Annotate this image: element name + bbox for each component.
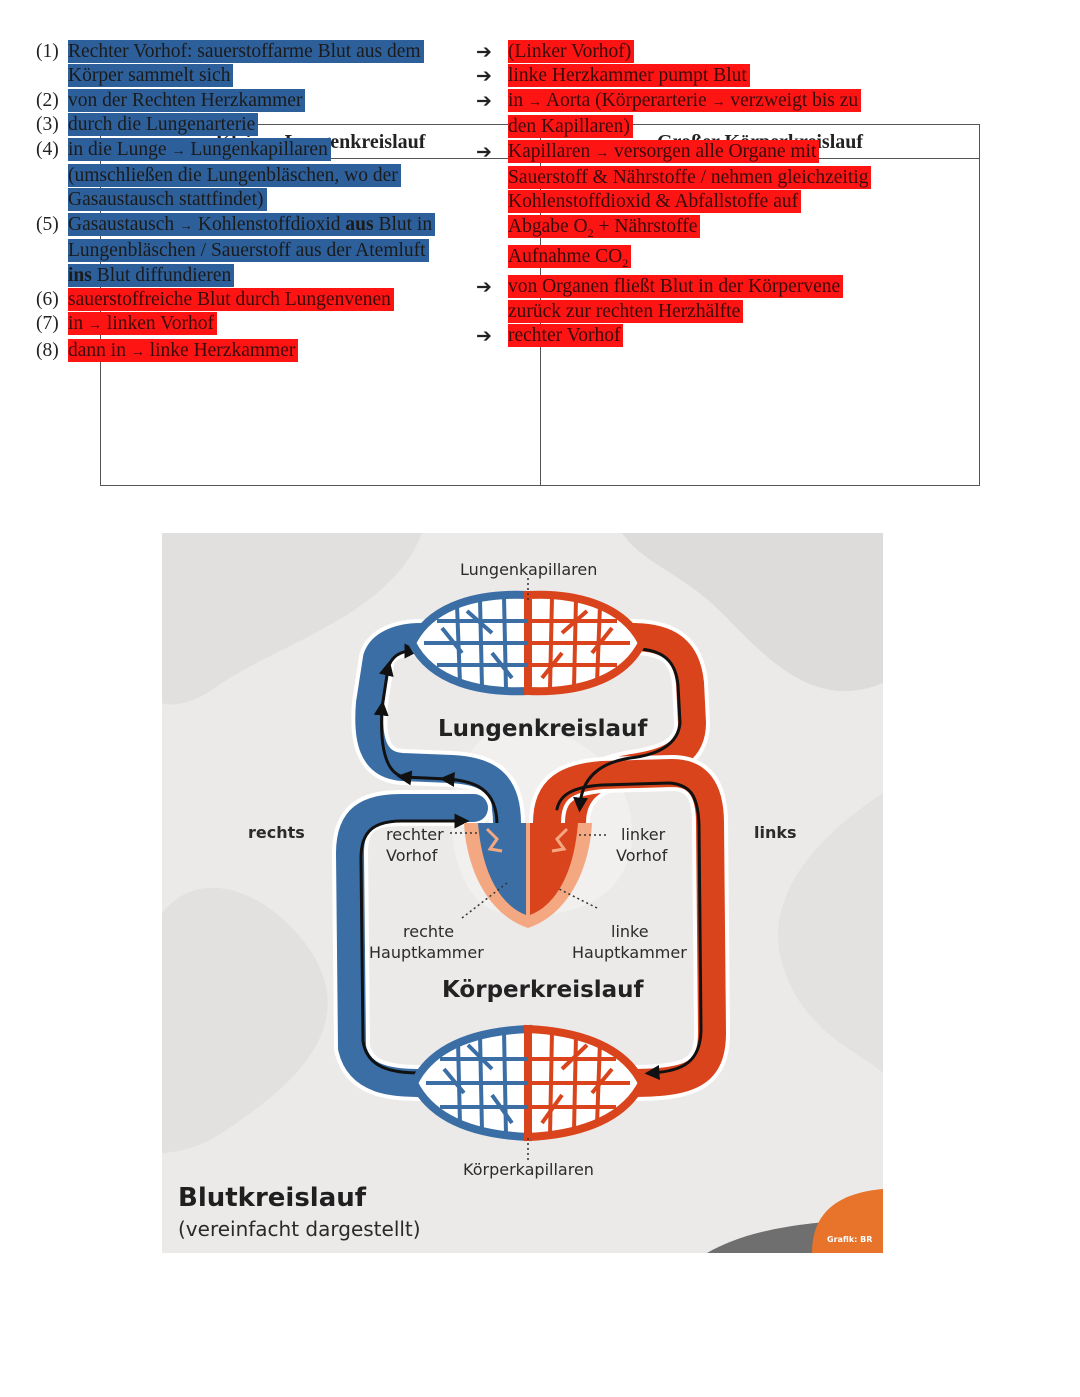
bullet-arrow-icon: ➔ [476, 325, 492, 348]
step-2: (2) von der Rechten Herzkammer [36, 88, 436, 113]
label-left-atrium-line2: Vorhof [616, 846, 668, 865]
item-text: Aufnahme CO [508, 246, 623, 268]
graphic-credit: Grafik: BR [827, 1235, 873, 1244]
item-text: (Linker Vorhof) [508, 40, 635, 63]
step-text-bold: ins [68, 264, 92, 286]
step-text: Rechter Vorhof: sauerstoffarme Blut aus … [68, 40, 424, 88]
step-text: Lungenkapillaren (umschließen die Lungen… [68, 138, 398, 211]
step-text: Blut diffundieren [96, 264, 232, 286]
step-8: (8) dann in → linke Herzkammer [36, 338, 436, 365]
heart-graphic [464, 823, 592, 928]
circuit-item-4: ➔ Kapillaren → versorgen alle Organe mit… [476, 139, 876, 276]
leader-lines [450, 578, 606, 1161]
label-systemic-circuit: Körperkreislauf [442, 977, 644, 1003]
label-right-ventricle-line1: rechte [403, 922, 455, 941]
step-text: Kohlenstoffdioxid [197, 213, 341, 235]
arrow-right-icon: → [711, 94, 726, 110]
step-number: (7) [36, 313, 59, 335]
bullet-arrow-icon: ➔ [476, 41, 492, 63]
label-left-ventricle-line1: linke [611, 922, 649, 941]
label-left-ventricle-line2: Hauptkammer [572, 943, 687, 962]
step-4: (4) in die Lunge → Lungenkapillaren (ums… [36, 137, 436, 213]
step-text: linken Vorhof [106, 313, 214, 335]
right-heart [478, 823, 526, 915]
label-right-atrium-line1: rechter [386, 825, 444, 844]
step-number: (4) [36, 138, 59, 160]
arrow-right-icon: → [528, 94, 543, 110]
item-text: versorgen alle Organe mit Sauerstoff & N… [508, 140, 869, 213]
step-text-bold: aus [345, 213, 374, 235]
arrow-right-icon: → [88, 318, 103, 334]
left-heart [530, 823, 578, 915]
step-number: (3) [36, 114, 59, 136]
item-text: + Nährstoffe [593, 215, 698, 237]
circuit-item-5: ➔ von Organen fließt Blut in der Körperv… [476, 275, 876, 324]
figure-title: Blutkreislauf [178, 1183, 367, 1213]
circuit-item-6: ➔ rechter Vorhof [476, 324, 876, 348]
step-text: in [68, 313, 84, 335]
item-text: verzweigt bis zu den Kapillaren) [508, 89, 859, 138]
body-capillaries-network [409, 1024, 647, 1142]
subscript: 2 [622, 256, 629, 271]
circuit-item-3: ➔ in → Aorta (Körperarterie → verzweigt … [476, 88, 876, 140]
large-circuit-steps: ➔ (Linker Vorhof) ➔ linke Herzkammer pum… [476, 40, 876, 349]
item-text: rechter Vorhof [508, 324, 624, 348]
label-body-capillaries: Körperkapillaren [463, 1160, 594, 1179]
step-number: (2) [36, 89, 59, 111]
label-left-side: links [754, 823, 797, 842]
lung-capillaries-network [407, 590, 647, 696]
step-text: sauerstoffreiche Blut durch Lungenvenen [68, 288, 394, 312]
bullet-arrow-icon: ➔ [476, 140, 492, 163]
figure-subtitle: (vereinfacht dargestellt) [178, 1217, 421, 1241]
step-5: (5) Gasaustausch → Kohlenstoffdioxid aus… [36, 212, 436, 288]
blood-circulation-diagram: Lungenkapillaren Lungenkreislauf rechts … [162, 533, 883, 1253]
arrow-right-icon: → [130, 344, 145, 360]
step-number: (6) [36, 289, 59, 311]
step-1: (1) Rechter Vorhof: sauerstoffarme Blut … [36, 40, 436, 89]
label-right-atrium-line2: Vorhof [386, 846, 438, 865]
step-text: in die Lunge [68, 138, 167, 160]
step-text: Gasaustausch [68, 213, 175, 235]
step-text: dann in [68, 339, 126, 361]
step-text: von der Rechten Herzkammer [68, 88, 306, 112]
arrow-right-icon: → [595, 145, 610, 161]
corner-orange-shape [812, 1189, 883, 1253]
step-number: (8) [36, 339, 59, 361]
label-right-side: rechts [248, 823, 305, 842]
item-text: Aorta (Körperarterie [545, 89, 707, 111]
bullet-arrow-icon: ➔ [476, 276, 492, 299]
step-3: (3) durch die Lungenarterie [36, 113, 436, 137]
item-text: Kapillaren [508, 140, 591, 162]
step-7: (7) in → linken Vorhof [36, 312, 436, 338]
step-text: durch die Lungenarterie [68, 113, 259, 137]
label-left-atrium-line1: linker [621, 825, 666, 844]
circulation-graphic [162, 533, 883, 1253]
circuit-item-1: ➔ (Linker Vorhof) [476, 40, 876, 64]
arrow-right-icon: → [179, 218, 194, 234]
small-circuit-steps: (1) Rechter Vorhof: sauerstoffarme Blut … [36, 40, 436, 365]
step-text: linke Herzkammer [149, 339, 296, 361]
item-text: linke Herzkammer pumpt Blut [508, 64, 750, 88]
item-text: von Organen fließt Blut in der Körperven… [508, 275, 844, 323]
subscript: 2 [587, 225, 594, 240]
circuit-item-2: ➔ linke Herzkammer pumpt Blut [476, 64, 876, 88]
step-number: (1) [36, 41, 59, 62]
step-text: Blut in Lungenbläschen / Sauerstoff aus … [68, 213, 433, 262]
item-text: Abgabe O [508, 215, 588, 237]
arrow-right-icon: → [171, 143, 186, 159]
bullet-arrow-icon: ➔ [476, 89, 492, 112]
step-number: (5) [36, 213, 59, 235]
item-text: in [508, 89, 524, 111]
step-6: (6) sauerstoffreiche Blut durch Lungenve… [36, 288, 436, 312]
label-pulmonary-circuit: Lungenkreislauf [438, 716, 648, 742]
label-lung-capillaries: Lungenkapillaren [460, 560, 598, 579]
label-right-ventricle-line2: Hauptkammer [369, 943, 484, 962]
bullet-arrow-icon: ➔ [476, 65, 492, 88]
